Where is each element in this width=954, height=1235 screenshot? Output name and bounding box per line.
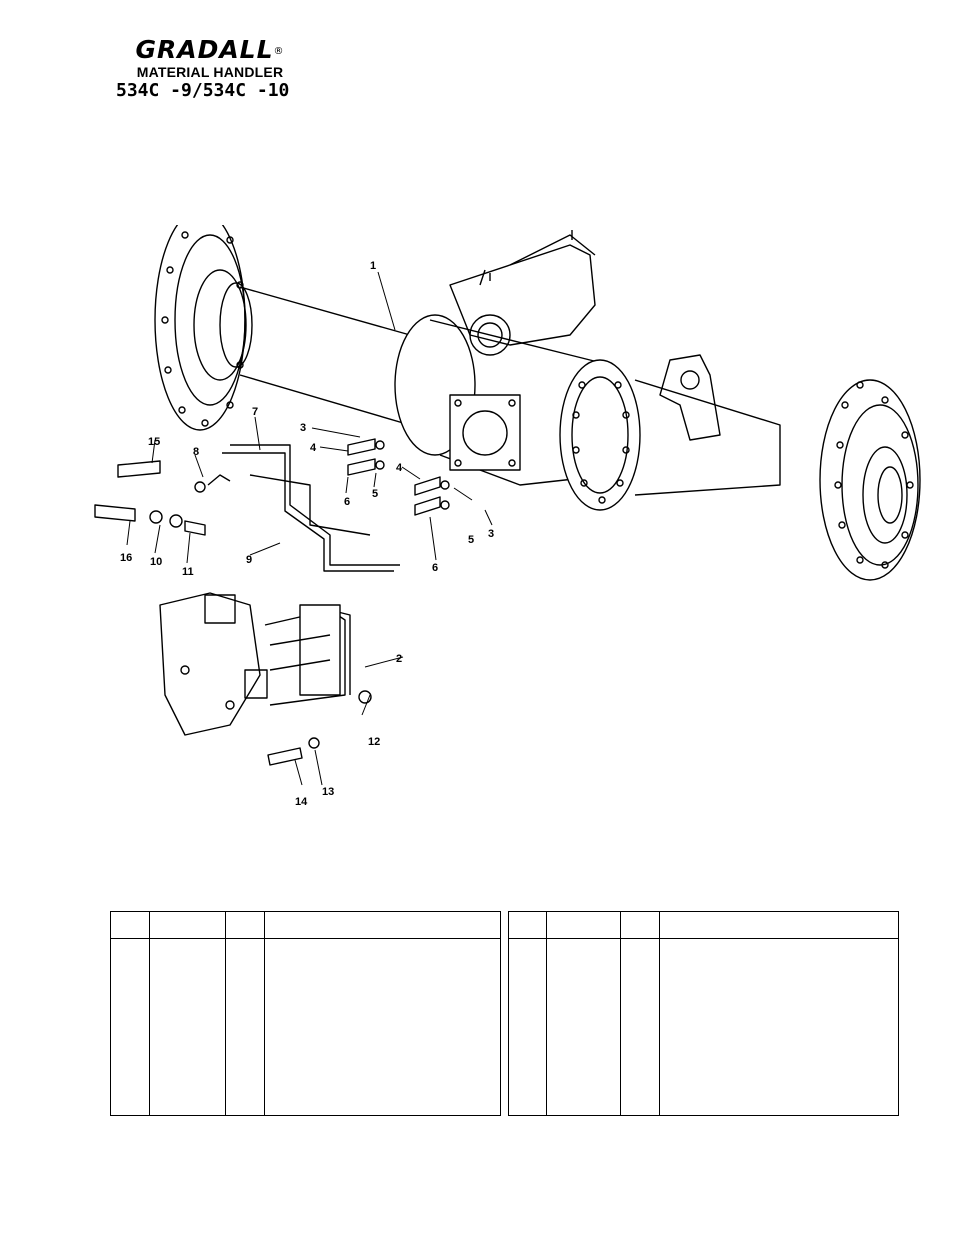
col-header bbox=[225, 911, 265, 939]
callout-2: 2 bbox=[396, 653, 402, 665]
callout-4a: 4 bbox=[310, 442, 317, 454]
registered-mark: ® bbox=[273, 46, 285, 57]
col-header bbox=[149, 911, 226, 939]
left-wheel-flange bbox=[154, 225, 253, 431]
fittings-left bbox=[94, 460, 231, 536]
col-header bbox=[264, 911, 501, 939]
callout-5b: 5 bbox=[468, 534, 474, 546]
right-wheel-flange bbox=[819, 379, 921, 581]
header-logo: GRADALL® MATERIAL HANDLER 534C -9/534C -… bbox=[110, 36, 310, 102]
callout-1: 1 bbox=[370, 260, 376, 272]
axle-mount-bracket bbox=[659, 354, 721, 441]
col-header bbox=[620, 911, 660, 939]
model-number: 534C -9/534C -10 bbox=[116, 80, 290, 101]
product-subtitle: MATERIAL HANDLER bbox=[136, 64, 284, 80]
col-header bbox=[110, 911, 150, 939]
table-header-row bbox=[110, 911, 501, 939]
fittings-center bbox=[347, 438, 450, 516]
brand-name: GRADALL® bbox=[135, 35, 285, 64]
axle-exploded-diagram: 1 2 3 3 4 4 5 5 6 6 7 8 9 10 11 12 13 14… bbox=[94, 225, 921, 808]
callout-15: 15 bbox=[148, 436, 160, 448]
col-header bbox=[546, 911, 621, 939]
left-axle-tube bbox=[239, 286, 411, 426]
callout-8: 8 bbox=[193, 446, 199, 458]
right-axle-tube bbox=[634, 379, 781, 496]
callout-14: 14 bbox=[295, 796, 308, 808]
col-header bbox=[508, 911, 547, 939]
right-planetary-hub bbox=[559, 359, 641, 511]
parts-table-left bbox=[110, 911, 501, 1116]
table-body-row bbox=[509, 938, 899, 1116]
callout-9: 9 bbox=[246, 554, 252, 566]
callout-5a: 5 bbox=[372, 488, 378, 500]
plug bbox=[358, 690, 372, 704]
table-header-row bbox=[508, 911, 899, 939]
callout-10: 10 bbox=[150, 556, 162, 568]
callout-6a: 6 bbox=[344, 496, 350, 508]
callout-3b: 3 bbox=[488, 528, 494, 540]
callout-4b: 4 bbox=[396, 462, 403, 474]
callout-6b: 6 bbox=[432, 562, 438, 574]
callout-16: 16 bbox=[120, 552, 132, 564]
bolt bbox=[267, 747, 303, 766]
differential-housing bbox=[394, 230, 611, 486]
callout-7: 7 bbox=[252, 406, 258, 418]
callout-3a: 3 bbox=[300, 422, 306, 434]
table-body-row bbox=[111, 938, 501, 1116]
callout-11: 11 bbox=[182, 566, 194, 578]
hydraulic-pump-motor bbox=[159, 592, 351, 736]
callout-13: 13 bbox=[322, 786, 334, 798]
washer bbox=[308, 737, 320, 749]
parts-table-right bbox=[508, 911, 899, 1116]
callout-12: 12 bbox=[368, 736, 380, 748]
hydraulic-lines bbox=[222, 444, 400, 572]
col-header bbox=[659, 911, 899, 939]
